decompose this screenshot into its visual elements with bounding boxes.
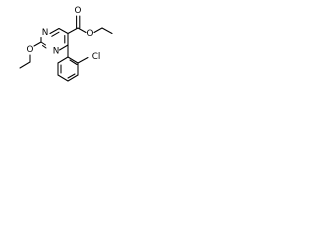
bond-aryl-6-1 (57, 56, 69, 64)
bond-c5-carbonyl-c (67, 27, 79, 35)
bond-ch2-ch3-ethoxy (19, 61, 31, 69)
bond-aryl-3-4 (67, 74, 79, 82)
ethyl-ester-group (67, 15, 113, 35)
bond-n1-c6 (49, 27, 60, 35)
atom-o-ethoxy: O (27, 45, 34, 55)
atom-n3: N (53, 47, 60, 57)
bond-aryl-cl (77, 56, 89, 64)
atom-o-ester: O (87, 29, 94, 39)
ethoxy-group (19, 41, 42, 69)
bond-o-ch2 (93, 27, 103, 34)
bond-c4-n3 (58, 44, 69, 51)
chemical-structure-diagram: N N O O O Cl (19, 6, 113, 82)
bond-n3-c2 (40, 41, 47, 46)
bond-c2-o (33, 41, 42, 47)
pyrimidine-ring (40, 27, 69, 51)
bond-c-o-ester (77, 27, 87, 34)
bond-n1-c6-inner (51, 31, 60, 37)
bond-aryl-1-2-inner (69, 59, 78, 66)
atom-cl: Cl (92, 52, 101, 62)
bond-c6-c5 (58, 27, 69, 35)
bond-n3-c2-inner (41, 44, 47, 49)
atom-n1: N (42, 28, 49, 38)
chlorophenyl-group (57, 44, 89, 82)
bond-ch2-ch3 (101, 27, 113, 35)
atom-o-carbonyl: O (75, 6, 82, 16)
bond-aryl-1-2 (67, 56, 79, 64)
bond-aryl-3-4-inner (67, 73, 76, 79)
bond-aryl-4-5 (57, 74, 69, 82)
